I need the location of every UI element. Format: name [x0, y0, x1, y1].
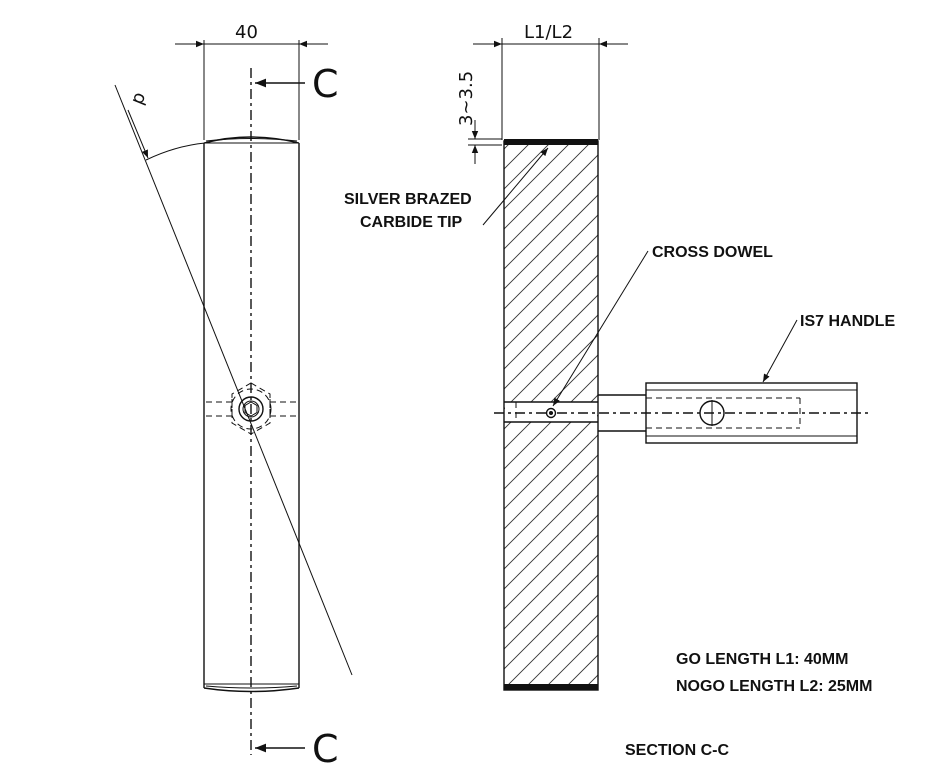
hatch-line	[504, 454, 598, 550]
section-c-bottom: C	[312, 727, 339, 769]
dim-40-label: 40	[235, 22, 258, 43]
hatch-line	[504, 145, 589, 230]
hatch-line	[504, 254, 598, 350]
section-marker-top: C	[255, 62, 339, 106]
hatch-line	[504, 534, 598, 630]
hatch-line	[504, 554, 598, 650]
hatch-line	[504, 174, 598, 270]
front-hub	[206, 382, 297, 435]
hatch-line	[504, 414, 598, 510]
hatch-line	[504, 214, 598, 310]
hatch-line	[504, 294, 598, 390]
tip-thickness-label: 3~3.5	[456, 71, 477, 126]
hatch-line	[504, 145, 529, 170]
dowel-label: CROSS DOWEL	[652, 244, 773, 261]
carbide-tip-bottom	[504, 684, 598, 690]
hatch-line	[504, 145, 509, 150]
hatch-line	[504, 194, 598, 290]
hatch-line	[504, 145, 549, 190]
section-c-top: C	[312, 62, 339, 106]
go-length-note: GO LENGTH L1: 40MM	[676, 651, 848, 668]
carbide-tip-top	[504, 139, 598, 145]
handle-label: IS7 HANDLE	[800, 313, 895, 330]
front-view: 40 C C p	[114, 22, 353, 769]
leaders	[482, 147, 798, 407]
cross-dowel-hole	[545, 407, 557, 419]
hatch-line	[504, 145, 569, 210]
dim-l1l2-label: L1/L2	[524, 22, 573, 43]
hatch-line	[504, 154, 598, 250]
hatch-line	[504, 574, 598, 670]
hatch-line	[504, 474, 598, 570]
section-view: L1/L2 3~3.5	[344, 22, 895, 769]
hatch-line	[546, 634, 598, 686]
angle-p-label: p	[126, 89, 150, 107]
dim-width-section: L1/L2	[473, 22, 628, 140]
hatch-line	[504, 35, 598, 129]
handle-assembly	[598, 382, 858, 444]
dim-tip-thickness: 3~3.5	[456, 71, 502, 164]
hatch-line	[504, 514, 598, 610]
tip-label-line2: CARBIDE TIP	[360, 214, 463, 231]
section-title: SECTION C-C	[625, 742, 729, 759]
hatch-line	[506, 594, 598, 686]
hatch-line	[504, 434, 598, 530]
hatch-line	[566, 654, 598, 686]
hatch-line	[504, 274, 598, 370]
section-marker-bottom: C	[255, 727, 339, 769]
section-body	[503, 35, 599, 769]
tip-label-line1: SILVER BRAZED	[344, 191, 472, 208]
dim-width-front: 40	[175, 22, 328, 140]
hatch-line	[504, 314, 598, 410]
hatch-line	[504, 234, 598, 330]
nogo-length-note: NOGO LENGTH L2: 25MM	[676, 678, 872, 695]
hatch-line	[504, 695, 598, 769]
angle-dimension: p	[114, 84, 353, 676]
hatch-line	[526, 614, 598, 686]
hatch-line	[504, 494, 598, 590]
